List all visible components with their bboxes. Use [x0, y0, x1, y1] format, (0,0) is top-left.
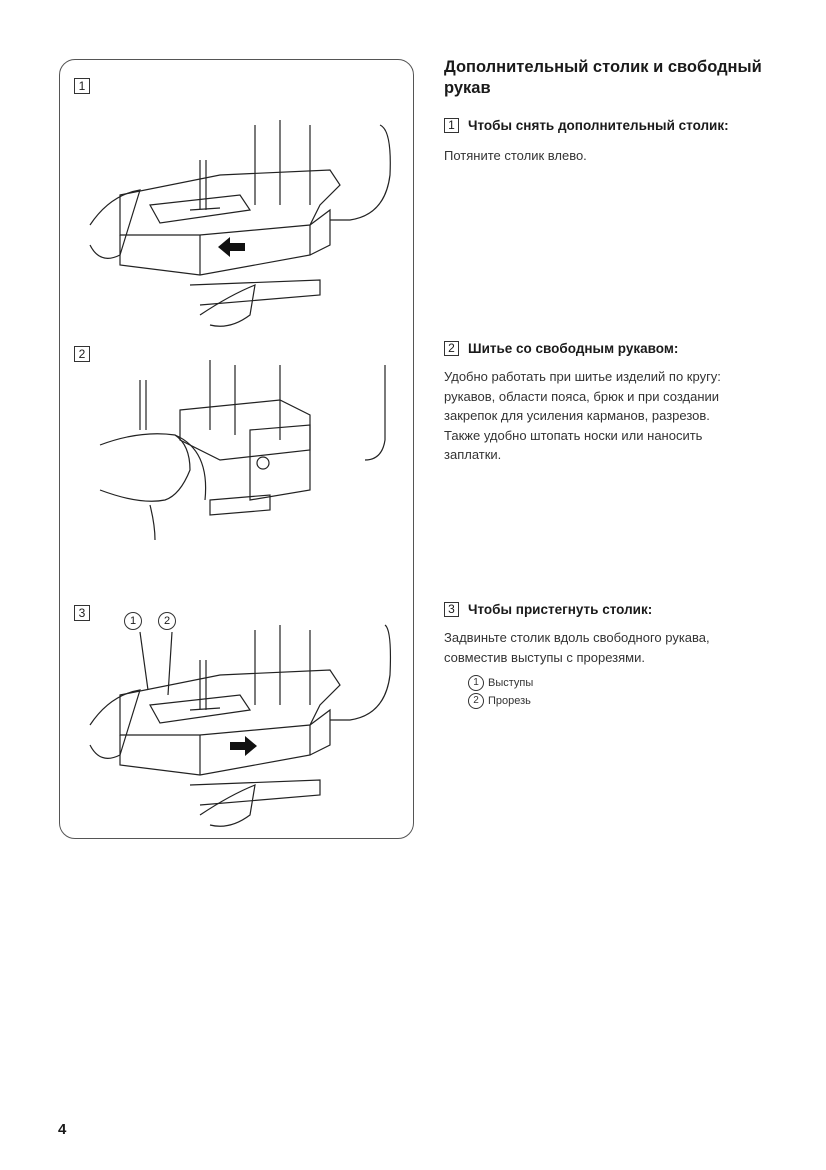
figure-3-number: 3: [74, 605, 90, 621]
legend-item: 2 Прорезь: [468, 693, 531, 709]
section-3-heading: 3 Чтобы пристегнуть столик:: [444, 602, 652, 617]
figure-panel: 1 2 3 1 2: [59, 59, 414, 839]
figure-2-illustration: [99, 360, 386, 541]
page-number: 4: [58, 1121, 67, 1138]
section-3-heading-text: Чтобы пристегнуть столик:: [468, 602, 653, 617]
page-title: Дополнительный столик и свободный рукав: [444, 58, 762, 97]
section-3-number: 3: [444, 602, 459, 617]
legend-label: Прорезь: [488, 695, 531, 707]
legend-label: Выступы: [488, 677, 534, 689]
section-1-text: Потяните столик влево.: [444, 148, 587, 163]
section-1-number: 1: [444, 118, 459, 133]
figure-1-illustration: [89, 120, 391, 327]
figure-2-number: 2: [74, 346, 90, 362]
callout-1: 1: [124, 612, 142, 630]
figure-1-number: 1: [74, 78, 90, 94]
section-1-heading: 1 Чтобы снять дополнительный столик:: [444, 118, 729, 133]
section-2-heading: 2 Шитье со свободным рукавом:: [444, 341, 678, 356]
legend-item: 1 Выступы: [468, 675, 533, 691]
figure-3-illustration: [89, 624, 392, 827]
legend-number: 1: [468, 675, 484, 691]
section-2-number: 2: [444, 341, 459, 356]
section-3-text: Задвиньте столик вдоль свободного рукава…: [444, 630, 710, 665]
section-2-text: Удобно работать при шитье изделий по кру…: [444, 369, 721, 462]
section-2-heading-text: Шитье со свободным рукавом:: [468, 341, 679, 356]
legend-number: 2: [468, 693, 484, 709]
section-1-heading-text: Чтобы снять дополнительный столик:: [468, 118, 729, 133]
callout-2: 2: [158, 612, 176, 630]
